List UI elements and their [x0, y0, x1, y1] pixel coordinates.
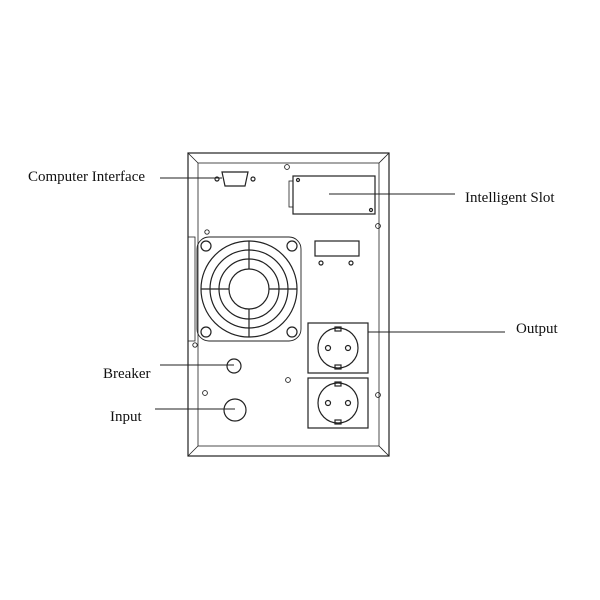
- intelligent-slot: [288, 175, 376, 215]
- breaker: [226, 358, 242, 374]
- computer-interface-port: [214, 171, 256, 187]
- output-label: Output: [516, 321, 558, 337]
- status-window: [314, 240, 360, 266]
- output-socket-top: [307, 322, 369, 374]
- ups-housing: [187, 152, 390, 457]
- input-label: Input: [110, 409, 142, 425]
- output-socket-bottom: [307, 377, 369, 429]
- breaker-label: Breaker: [103, 366, 151, 382]
- panel-screws: [192, 164, 381, 398]
- computer-interface-label: Computer Interface: [28, 169, 146, 185]
- cooling-fan: [187, 236, 302, 342]
- intelligent-slot-label: Intelligent Slot: [465, 190, 555, 206]
- callout-lines: [155, 177, 505, 410]
- input-socket: [223, 398, 247, 422]
